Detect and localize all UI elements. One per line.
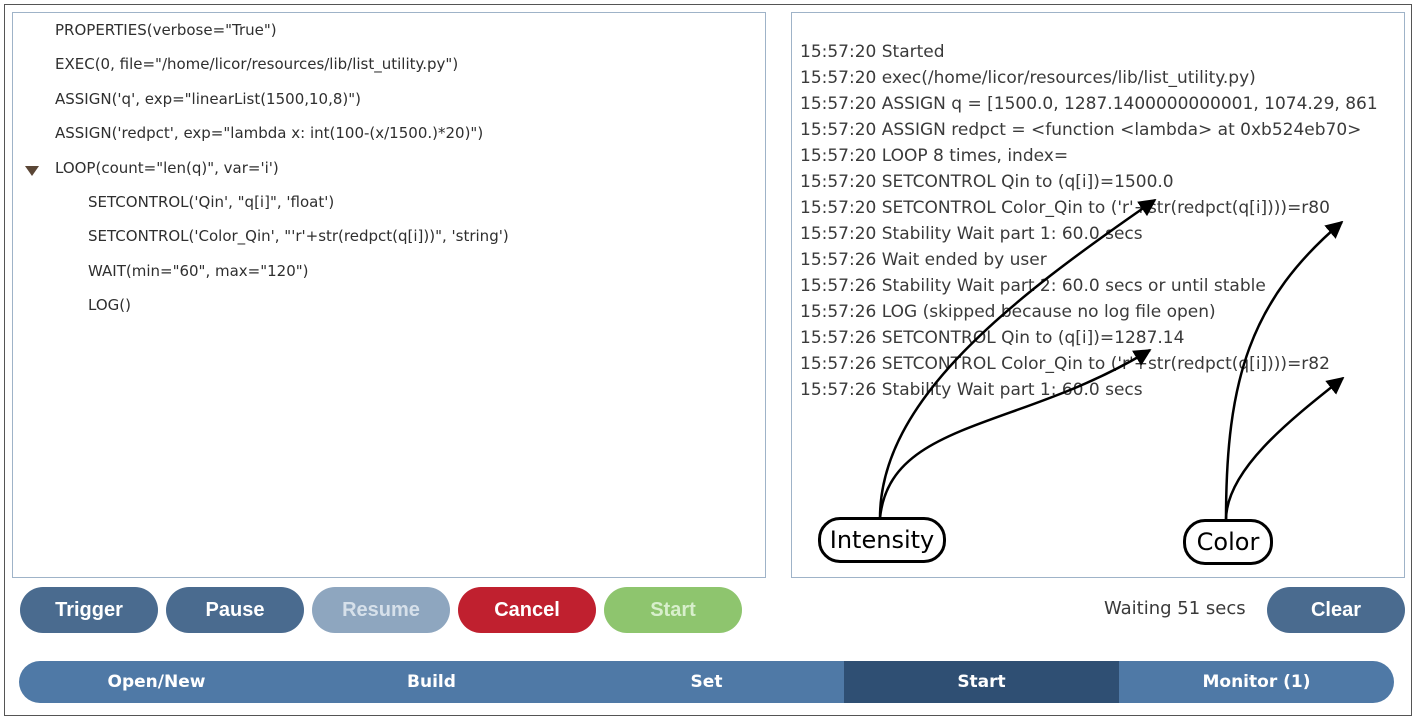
- log-line: 15:57:26 SETCONTROL Color_Qin to ('r'+st…: [800, 354, 1330, 374]
- tab-start[interactable]: Start: [844, 661, 1119, 703]
- script-line-properties[interactable]: PROPERTIES(verbose="True"): [55, 21, 277, 39]
- start-button[interactable]: Start: [604, 587, 742, 633]
- cancel-button[interactable]: Cancel: [458, 587, 596, 633]
- clear-button[interactable]: Clear: [1267, 587, 1405, 633]
- script-line-assign-q[interactable]: ASSIGN('q', exp="linearList(1500,10,8)"): [55, 90, 362, 108]
- resume-button[interactable]: Resume: [312, 587, 450, 633]
- script-line-exec[interactable]: EXEC(0, file="/home/licor/resources/lib/…: [55, 55, 459, 73]
- log-line: 15:57:20 LOOP 8 times, index=: [800, 146, 1069, 166]
- intensity-callout: Intensity: [818, 517, 946, 563]
- script-line-wait[interactable]: WAIT(min="60", max="120"): [88, 262, 309, 280]
- log-line: 15:57:20 Stability Wait part 1: 60.0 sec…: [800, 224, 1143, 244]
- script-line-loop[interactable]: LOOP(count="len(q)", var='i'): [55, 159, 279, 177]
- log-line: 15:57:20 exec(/home/licor/resources/lib/…: [800, 68, 1256, 88]
- log-line: 15:57:20 ASSIGN q = [1500.0, 1287.140000…: [800, 94, 1378, 114]
- pause-button[interactable]: Pause: [166, 587, 304, 633]
- trigger-button[interactable]: Trigger: [20, 587, 158, 633]
- script-panel[interactable]: PROPERTIES(verbose="True") EXEC(0, file=…: [12, 12, 766, 578]
- log-line: 15:57:26 SETCONTROL Qin to (q[i])=1287.1…: [800, 328, 1185, 348]
- log-line: 15:57:26 LOG (skipped because no log fil…: [800, 302, 1216, 322]
- tab-build[interactable]: Build: [407, 672, 456, 692]
- script-line-assign-redpct[interactable]: ASSIGN('redpct', exp="lambda x: int(100-…: [55, 124, 484, 142]
- status-text: Waiting 51 secs: [1104, 598, 1246, 619]
- tab-set[interactable]: Set: [690, 672, 723, 692]
- log-line: 15:57:20 ASSIGN redpct = <function <lamb…: [800, 120, 1362, 140]
- triangle-down-icon[interactable]: [25, 166, 39, 176]
- script-line-log[interactable]: LOG(): [88, 296, 131, 314]
- script-line-setcontrol-qin[interactable]: SETCONTROL('Qin', "q[i]", 'float'): [88, 193, 335, 211]
- log-line: 15:57:26 Stability Wait part 2: 60.0 sec…: [800, 276, 1266, 296]
- color-callout: Color: [1183, 519, 1273, 565]
- log-panel[interactable]: 15:57:20 Started 15:57:20 exec(/home/lic…: [791, 12, 1405, 578]
- bottom-nav: Open/New Build Set Start Monitor (1): [19, 661, 1394, 703]
- log-line: 15:57:26 Stability Wait part 1: 60.0 sec…: [800, 380, 1143, 400]
- tab-open-new[interactable]: Open/New: [107, 672, 206, 692]
- log-line: 15:57:20 SETCONTROL Color_Qin to ('r'+st…: [800, 198, 1330, 218]
- window-frame: [4, 4, 1412, 716]
- log-line: 15:57:20 Started: [800, 42, 945, 62]
- log-line: 15:57:26 Wait ended by user: [800, 250, 1047, 270]
- log-line: 15:57:20 SETCONTROL Qin to (q[i])=1500.0: [800, 172, 1174, 192]
- tab-monitor[interactable]: Monitor (1): [1202, 672, 1311, 692]
- script-line-setcontrol-color[interactable]: SETCONTROL('Color_Qin', "'r'+str(redpct(…: [88, 227, 509, 245]
